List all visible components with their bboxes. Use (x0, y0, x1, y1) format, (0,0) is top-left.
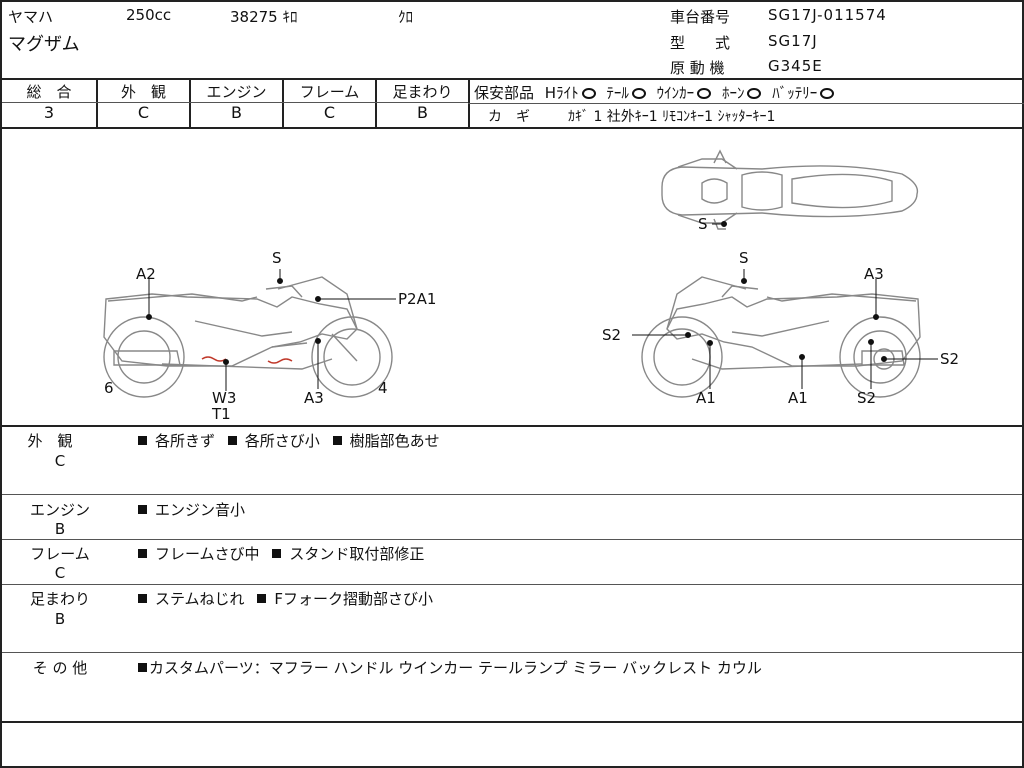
overall-grade: 3 (43, 103, 55, 122)
exterior-grade: C (137, 103, 150, 122)
left-6-label: 6 (104, 379, 114, 397)
engine-grade-label: エンジン (206, 83, 267, 101)
winker-label: ｳｲﾝｶｰ (656, 84, 695, 102)
mileage: 38275 ｷﾛ (230, 8, 298, 26)
bullet-icon (138, 505, 147, 514)
engine-value: G345E (768, 57, 823, 75)
engine-label: 原 動 機 (670, 59, 725, 77)
safety-label: 保安部品 (474, 84, 535, 102)
overall-label: 総 合 (26, 83, 72, 101)
left-s-label: S (272, 249, 282, 267)
comment-engine-grade: B (54, 520, 66, 538)
comment-other: カスタムパーツ：マフラー ハンドル ウインカー テールランプ ミラー バックレス… (138, 657, 770, 678)
right-a3-label: A3 (864, 265, 884, 283)
exterior-label: 外 観 (120, 83, 166, 101)
damage-diagram: S A2 P2A1 6 W3 T1 A3 4 S A3 S2 S2 A1 A1 … (103, 149, 959, 423)
frame-no-label: 車台番号 (670, 8, 731, 26)
right-s-label: S (739, 249, 749, 267)
top-view-scooter (661, 149, 919, 230)
left-t1-label: T1 (211, 405, 231, 423)
left-a3-label: A3 (304, 389, 324, 407)
type-label: 型 式 (670, 34, 731, 52)
engine-grade: B (231, 103, 242, 122)
comment-exterior-grade: C (54, 452, 66, 470)
left-a2-label: A2 (136, 265, 156, 283)
left-w3-label: W3 (212, 389, 236, 407)
battery-ok-icon (820, 88, 835, 99)
taillight-ok-icon (631, 88, 646, 99)
comment-suspension-grade: B (54, 610, 66, 628)
headlight-label: Hﾗｲﾄ (544, 84, 579, 102)
comment-exterior: 各所きず 各所さび小 樹脂部色あせ (138, 430, 448, 451)
left-side-scooter (103, 276, 393, 398)
frame-grade-label: フレーム (299, 83, 360, 101)
taillight-label: ﾃｰﾙ (606, 84, 629, 102)
frame-grade: C (323, 103, 336, 122)
displacement: 250cc (126, 6, 172, 24)
bullet-icon (138, 663, 147, 672)
right-side-scooter (641, 276, 921, 398)
right-a1-front-label: A1 (696, 389, 716, 407)
suspension-grade: B (417, 103, 428, 122)
bullet-icon (138, 436, 147, 445)
top-s-label: S (698, 215, 708, 233)
left-p2a1-label: P2A1 (398, 290, 436, 308)
headlight-ok-icon (581, 88, 596, 99)
type-value: SG17J (768, 32, 818, 50)
bullet-icon (138, 549, 147, 558)
bullet-icon (257, 594, 267, 603)
comment-exterior-label: 外 観 (27, 432, 73, 450)
comment-suspension-label: 足まわり (29, 590, 90, 608)
color: ｸﾛ (398, 8, 414, 26)
bullet-icon (138, 594, 147, 603)
right-a1-mid-label: A1 (788, 389, 808, 407)
right-s2-bottom-label: S2 (857, 389, 876, 407)
comment-frame: フレームさび中 スタンド取付部修正 (138, 543, 432, 564)
right-s2-front-label: S2 (602, 326, 621, 344)
model-name: マグザム (8, 34, 80, 55)
horn-label: ﾎｰﾝ (721, 84, 745, 102)
horn-ok-icon (747, 88, 762, 99)
winker-ok-icon (697, 88, 712, 99)
battery-label: ﾊﾞｯﾃﾘｰ (772, 84, 818, 102)
comment-frame-grade: C (54, 564, 66, 582)
right-s2-rear-label: S2 (940, 350, 959, 368)
scratch-mark-2 (267, 358, 293, 364)
left-4-label: 4 (378, 379, 388, 397)
comment-other-label: そ の 他 (32, 659, 88, 677)
comment-frame-label: フレーム (30, 545, 90, 563)
key-label: カ ギ (488, 109, 530, 125)
bullet-icon (227, 436, 237, 445)
safety-parts: 保安部品 Hﾗｲﾄ ﾃｰﾙ ｳｲﾝｶｰ ﾎｰﾝ ﾊﾞｯﾃﾘｰ (474, 82, 840, 103)
comment-engine: エンジン音小 (138, 499, 253, 520)
scratch-mark-1 (201, 356, 227, 362)
frame-no: SG17J-011574 (768, 6, 887, 24)
diagram-labels: S A2 P2A1 6 W3 T1 A3 4 S A3 S2 S2 A1 A1 … (104, 215, 959, 423)
comment-engine-label: エンジン (29, 501, 90, 519)
maker: ヤマハ (8, 8, 54, 26)
bullet-icon (332, 436, 342, 445)
key-info: ｶｷﾞ 1 社外ｷｰ1 ﾘﾓｺﾝｷｰ1 ｼｬｯﾀｰｷｰ1 (568, 109, 776, 125)
comment-suspension: ステムねじれ Fフォーク摺動部さび小 (138, 588, 441, 609)
suspension-grade-label: 足まわり (392, 83, 453, 101)
bullet-icon (272, 549, 282, 558)
